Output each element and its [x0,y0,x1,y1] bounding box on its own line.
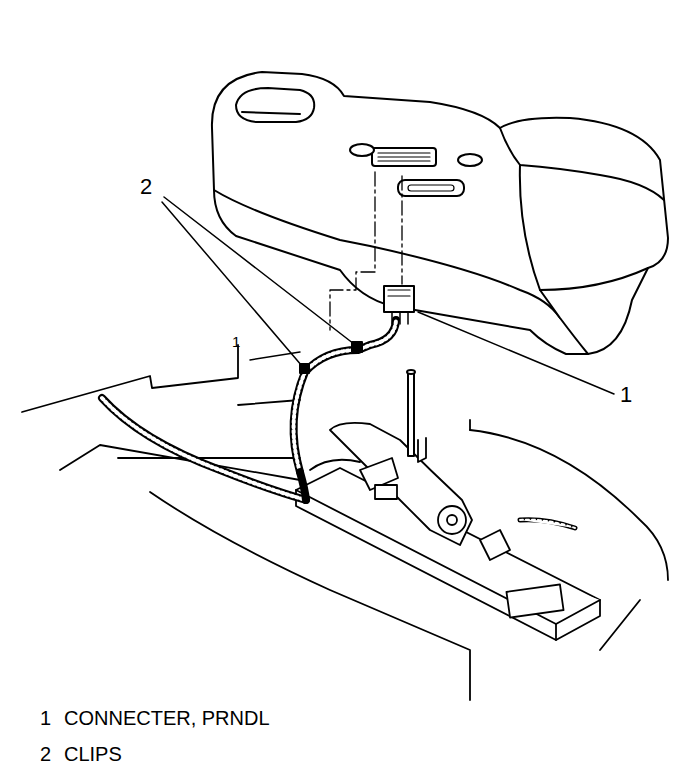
callout-number: 2 [140,176,152,198]
callout-number: 1 [232,334,240,349]
floor-lines [22,345,668,700]
key-text: CONNECTER, PRNDL [64,708,270,728]
prndl-connector [384,286,414,324]
leader-lines [162,197,614,394]
console [212,72,668,354]
wire-harness [102,320,396,500]
key-text: CLIPS [64,744,122,764]
key-number: 1 [40,708,51,728]
shifter-base [296,423,600,640]
clips [300,342,362,373]
callout-number: 1 [620,384,632,406]
key-number: 2 [40,744,51,764]
shift-lever [407,370,415,456]
